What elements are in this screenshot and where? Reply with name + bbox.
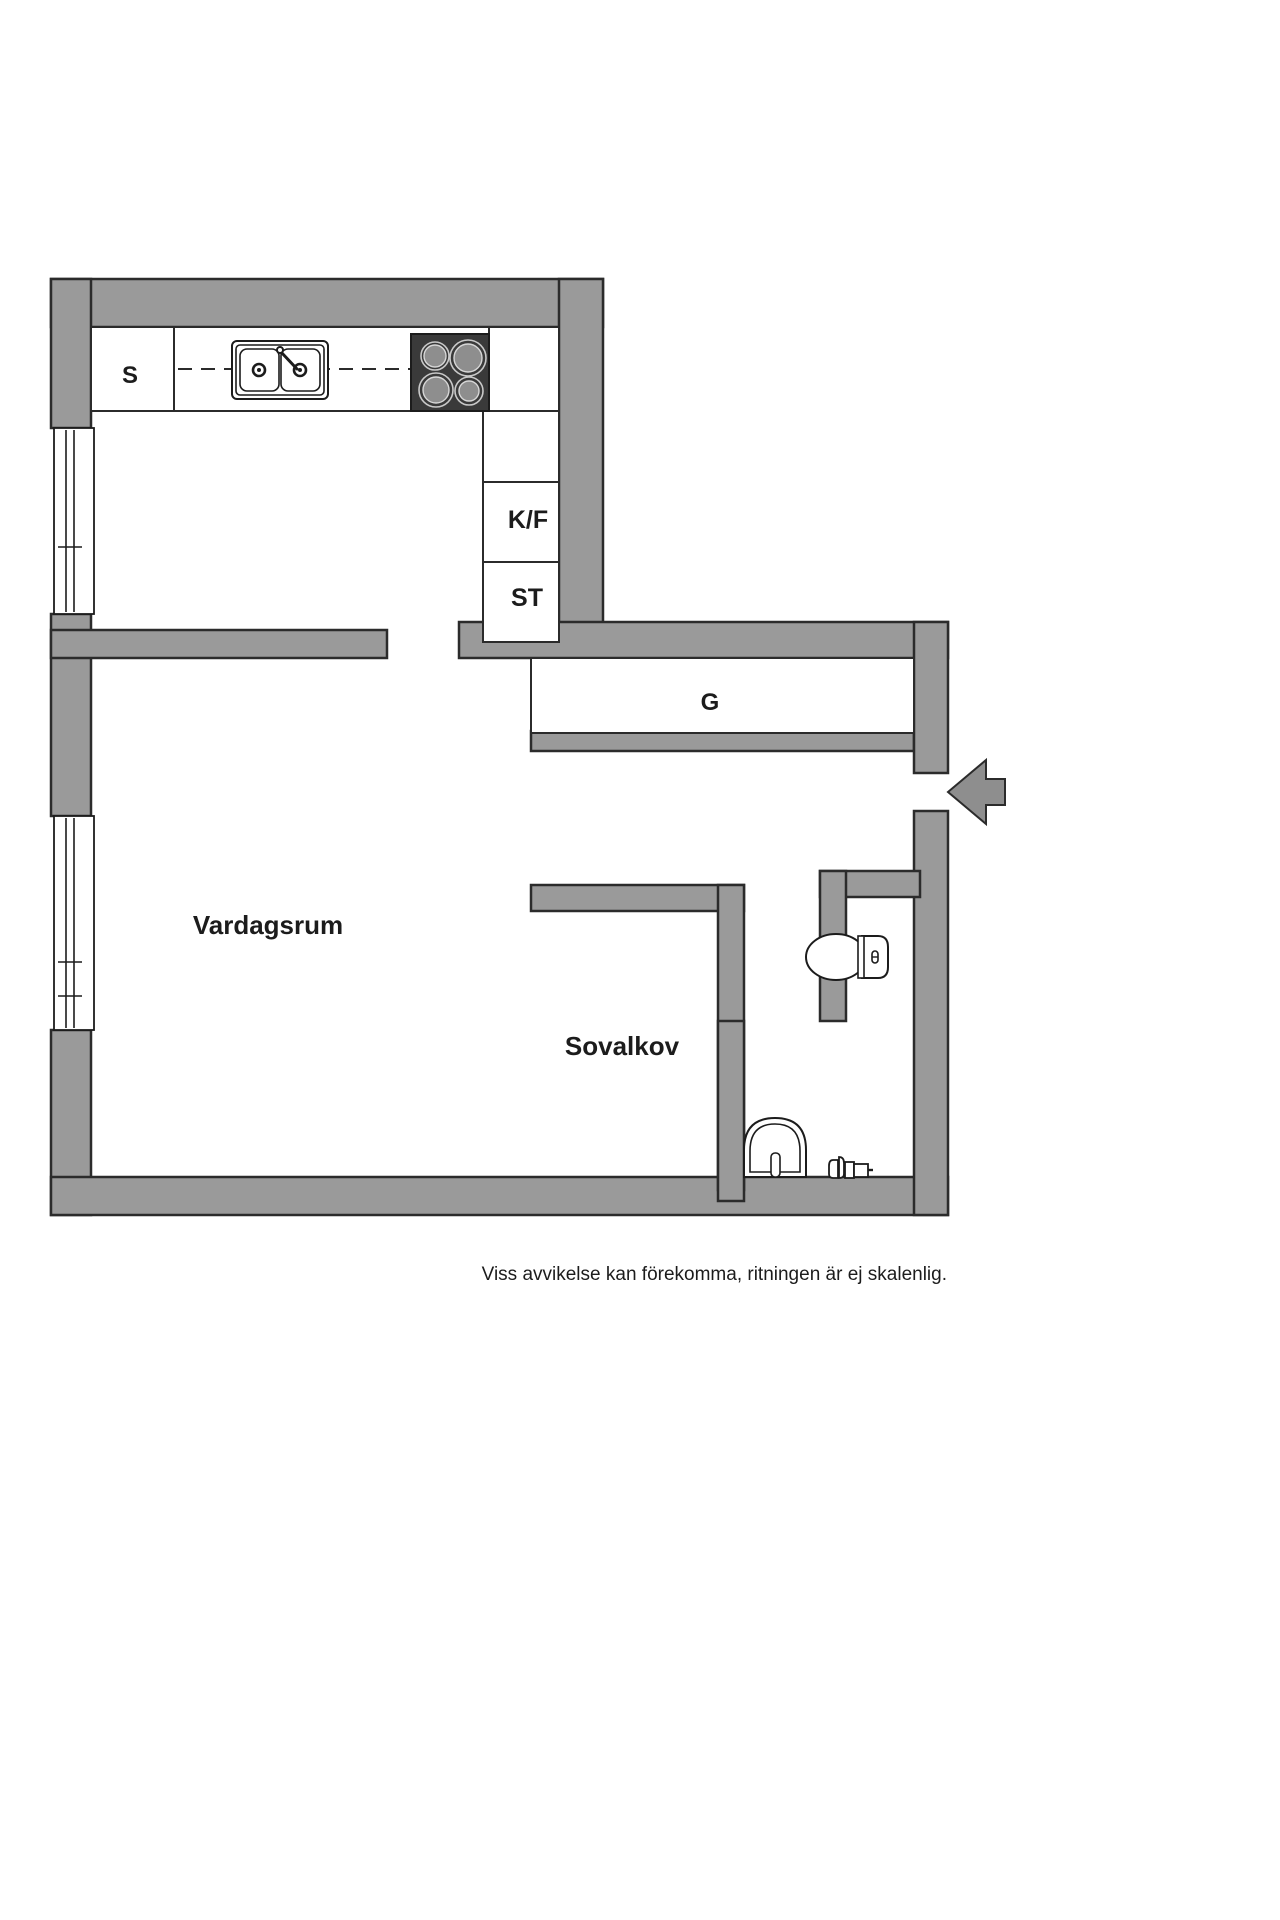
label-living-room: Vardagsrum: [193, 910, 343, 940]
washbasin-faucet: [770, 1152, 781, 1178]
sink-drain-right-dot: [298, 368, 302, 372]
bathroom-fixtures: [743, 1116, 873, 1179]
hall-strip-outline: [530, 657, 915, 734]
entrance-arrow: [946, 757, 1006, 827]
burner-lower-right-ring: [458, 380, 480, 402]
kitchen-sink: [231, 340, 329, 400]
wall-alcove-top: [529, 883, 746, 913]
sink-drain-left-dot: [257, 368, 261, 372]
burner-lower-left-ring: [422, 376, 450, 404]
wall-left-upper: [49, 277, 93, 430]
hall-strip: [530, 657, 915, 734]
sink-faucet-base: [276, 346, 284, 354]
washer-connection: [828, 1156, 873, 1179]
wall-bathroom-divider: [716, 1019, 746, 1203]
labels-group: S K/F ST G Vardagsrum Sovalkov: [122, 362, 719, 1061]
washbasin-inner: [749, 1123, 801, 1173]
toilet-bowl: [805, 933, 867, 981]
label-hall-g: G: [701, 689, 720, 716]
toilet-seat-gap: [857, 935, 865, 979]
wall-bottom: [49, 1175, 950, 1217]
wall-kitchen-right: [557, 277, 605, 644]
label-utility-st: ST: [511, 584, 543, 612]
disclaimer-caption: Viss avvikelse kan förekomma, ritningen …: [482, 1264, 947, 1285]
washer-connection-pipe: [844, 1161, 855, 1179]
cabinet-column: [482, 410, 560, 643]
washer-connection-box: [853, 1163, 869, 1178]
counter-right-return: [488, 326, 560, 412]
label-storage-s: S: [122, 362, 138, 389]
burner-upper-right-ring: [453, 343, 483, 373]
wall-top: [49, 277, 605, 329]
washer-connection-valve-b: [838, 1156, 845, 1179]
washer-connection-valve-a: [828, 1159, 839, 1179]
wall-right-upper: [912, 620, 950, 775]
entrance-arrow-shape: [946, 757, 1006, 827]
windows-group: [53, 427, 95, 1031]
wall-kitchen-living-divider: [49, 628, 389, 660]
label-sleeping-alcove: Sovalkov: [565, 1031, 680, 1061]
sink-faucet-arm: [279, 350, 299, 371]
toilet: [805, 933, 889, 981]
cooktop: [410, 333, 490, 412]
label-fridge-freezer: K/F: [508, 506, 548, 534]
burner-upper-left-ring: [423, 344, 447, 368]
